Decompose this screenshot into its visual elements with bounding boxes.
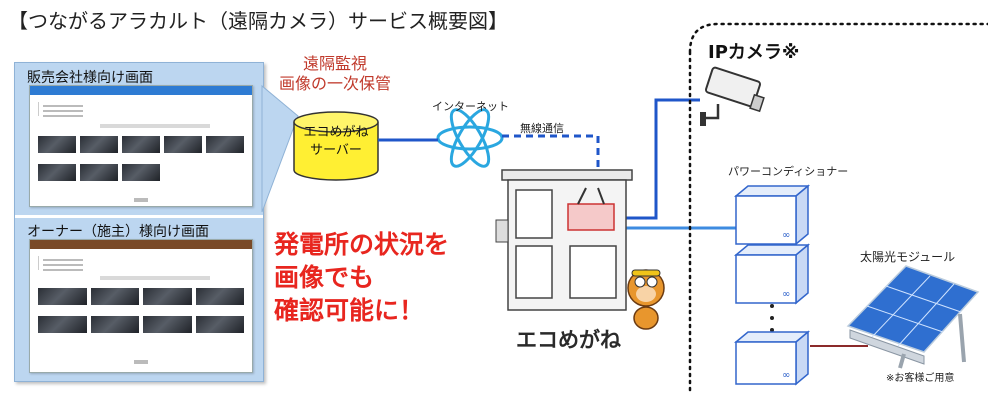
sales-screen-mockup (29, 85, 253, 207)
solar-module-icon (846, 265, 980, 369)
diagram-title: 【つながるアラカルト（遠隔カメラ）サービス概要図】 (8, 9, 508, 33)
power-conditioner-icon: ∞ (733, 243, 811, 305)
ip-camera-icon (700, 66, 765, 126)
remote-monitoring-label: 遠隔監視 画像の一次保管 (272, 54, 398, 94)
solar-module-label: 太陽光モジュール (860, 250, 956, 264)
ellipsis-dot (770, 328, 774, 332)
remote-monitoring-line1: 遠隔監視 (302, 54, 367, 73)
owner-screen-label: オーナー（施主）様向け画面 (27, 224, 209, 240)
ellipsis-dot (770, 316, 774, 320)
customer-boundary (688, 22, 988, 394)
screen-examples-panel: 販売会社様向け画面 オーナー（施主）様向け画面 (14, 62, 264, 382)
callout-wedge (261, 84, 299, 213)
sales-screen-label: 販売会社様向け画面 (27, 70, 153, 86)
headline-message: 発電所の状況を 画像でも 確認可能に！ (274, 228, 449, 327)
internet-atom-icon (436, 108, 504, 168)
ellipsis-dot (770, 304, 774, 308)
svg-text:∞: ∞ (782, 370, 790, 381)
power-conditioner-icon: ∞ (733, 330, 811, 386)
server-label: エコめがね サーバー (288, 124, 384, 160)
server-label-line1: エコめがね (303, 125, 369, 140)
customer-provided-note: ※お客様ご用意 (886, 373, 955, 384)
svg-text:∞: ∞ (782, 230, 790, 241)
headline-line2: 画像でも (274, 263, 375, 292)
owner-screen-mockup (29, 239, 253, 373)
server-label-line2: サーバー (310, 143, 362, 158)
remote-monitoring-line2: 画像の一次保管 (278, 74, 391, 93)
headline-line3: 確認可能に！ (274, 296, 425, 325)
monkey-mascot-icon (627, 269, 665, 330)
power-conditioner-label: パワーコンディショナー (728, 165, 849, 178)
power-conditioner-icon: ∞ (733, 184, 811, 246)
internet-label: インターネット (432, 100, 509, 113)
ecomegane-label: エコめがね (516, 328, 621, 352)
wireless-label: 無線通信 (520, 122, 564, 135)
ip-camera-label: IPカメラ※ (708, 42, 800, 63)
router-device (567, 203, 615, 231)
router-camera-line (620, 98, 700, 220)
svg-text:∞: ∞ (782, 289, 790, 300)
ecomegane-cabinet-icon (495, 169, 633, 311)
server-cylinder-icon (293, 111, 379, 181)
headline-line1: 発電所の状況を (274, 230, 450, 259)
